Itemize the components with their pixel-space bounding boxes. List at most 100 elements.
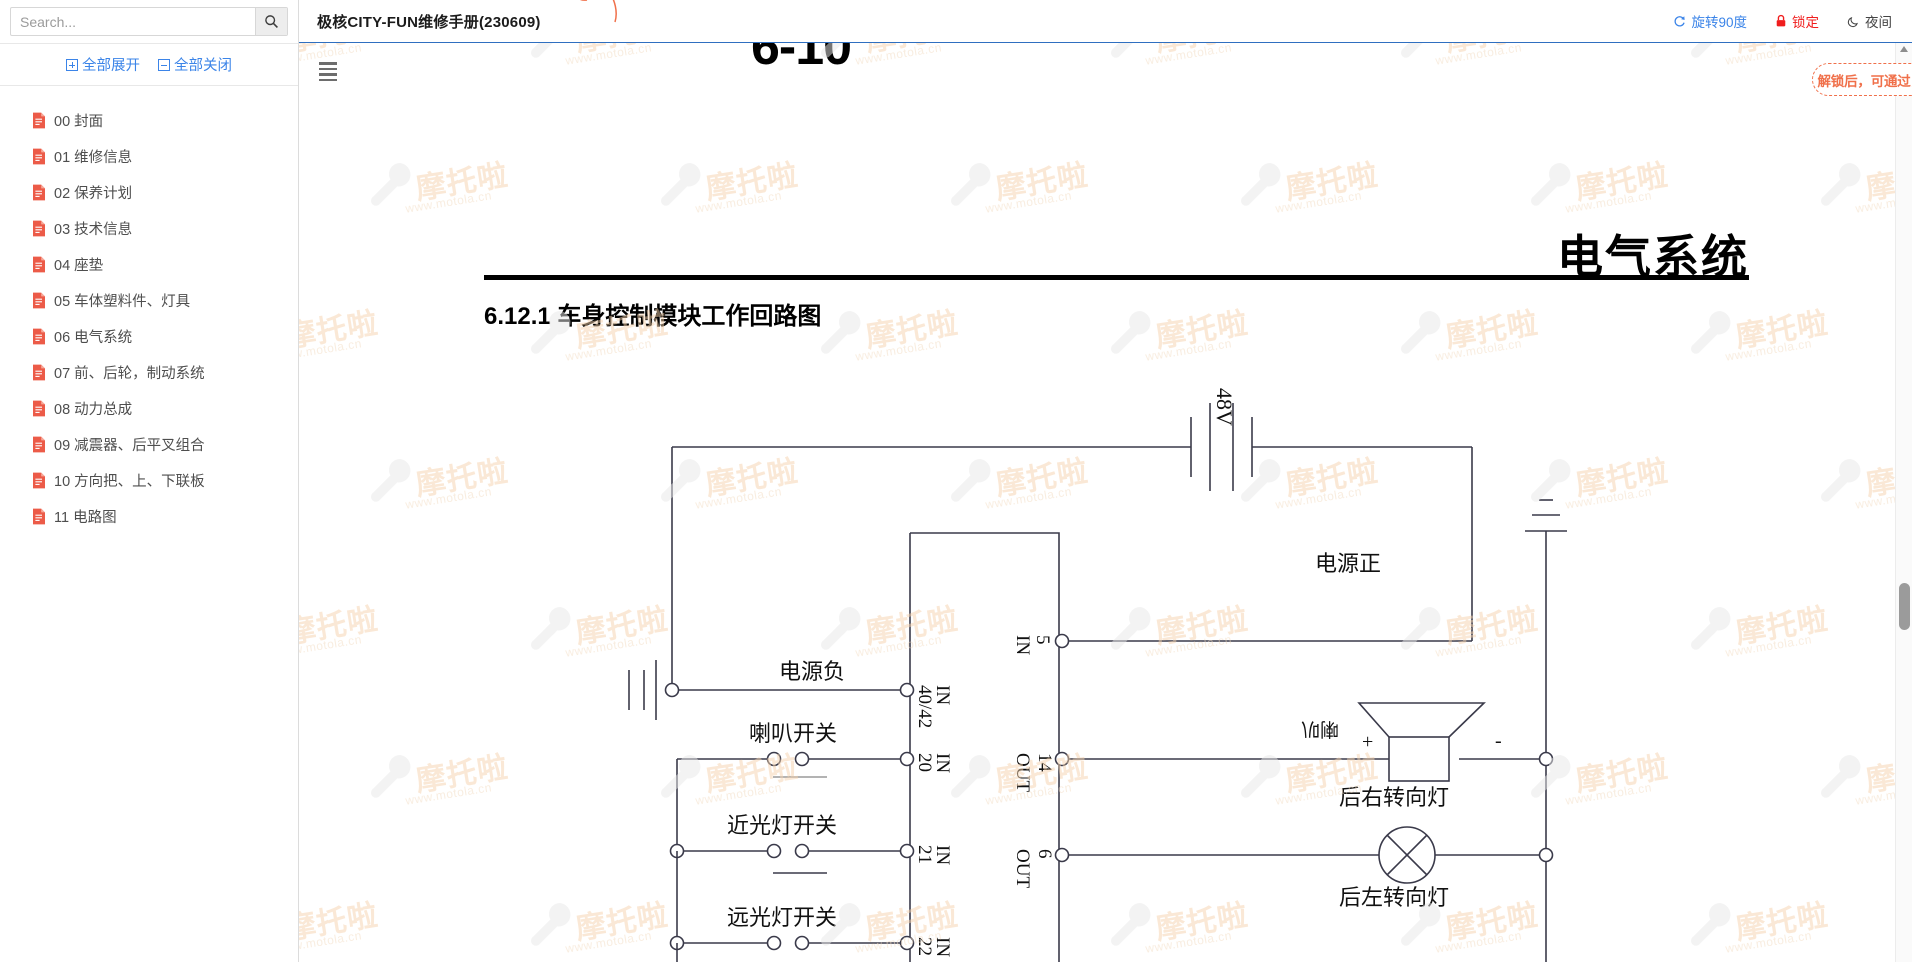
scrollbar-thumb[interactable] xyxy=(1899,583,1910,630)
wrench-icon xyxy=(1531,162,1571,206)
chapter-title: 电气系统 xyxy=(1557,232,1749,283)
expand-all-button[interactable]: 全部展开 xyxy=(66,54,140,75)
horn-label: 喇叭 xyxy=(1301,718,1339,740)
sidebar-item-2[interactable]: 02 保养计划 xyxy=(0,174,298,210)
rear-right-turn-label: 后右转向灯 xyxy=(1339,785,1449,810)
topbar: 极核CITY-FUN维修手册(230609) 旋转90度 锁定 xyxy=(299,0,1912,43)
wrench-icon xyxy=(1821,162,1861,206)
night-mode-button[interactable]: 夜间 xyxy=(1847,11,1892,31)
hamburger-bar xyxy=(319,67,337,70)
lock-button[interactable]: 锁定 xyxy=(1775,11,1819,31)
watermark-subtext: www.motola.cn xyxy=(854,43,943,68)
hamburger-bar xyxy=(319,78,337,81)
search-box[interactable] xyxy=(10,7,288,36)
pin-label-in-20-num: 20 xyxy=(914,753,935,772)
wrench-icon xyxy=(661,162,701,206)
outline-toggle-button[interactable] xyxy=(319,62,337,81)
sidebar-item-8[interactable]: 08 动力总成 xyxy=(0,390,298,426)
watermark-text: 摩托啦 xyxy=(1732,43,1831,60)
document-viewport[interactable]: 摩托啦www.motola.cn摩托啦www.motola.cn摩托啦www.m… xyxy=(299,43,1912,962)
tooltip-text: 解锁后，可通过鼠标滚轮调整大小或拖动位置哦~ xyxy=(1817,73,1912,89)
search-button[interactable] xyxy=(255,8,287,35)
wrench-icon xyxy=(371,162,411,206)
collapse-all-label: 全部关闭 xyxy=(174,58,232,74)
watermark-text: 摩托啦 xyxy=(1442,43,1541,60)
watermark-text: 摩托啦 xyxy=(703,158,801,207)
pin-label-in-21-num: 21 xyxy=(914,845,935,864)
vertical-scrollbar[interactable] xyxy=(1895,43,1912,962)
document-icon xyxy=(33,472,45,488)
sidebar-item-3[interactable]: 03 技术信息 xyxy=(0,210,298,246)
page-title: 极核CITY-FUN维修手册(230609) xyxy=(317,13,541,31)
wrench-icon xyxy=(951,162,991,206)
watermark-subtext: www.motola.cn xyxy=(1724,43,1813,68)
hamburger-bar xyxy=(319,62,337,65)
power-negative-label: 电源负 xyxy=(779,659,845,684)
document-icon xyxy=(33,148,45,164)
document-icon xyxy=(33,328,45,344)
horn-switch-label: 喇叭开关 xyxy=(749,721,837,746)
plus-box-icon xyxy=(66,58,78,71)
watermark-subtext: www.motola.cn xyxy=(1564,188,1653,216)
battery-label: 48V xyxy=(1212,388,1237,426)
scroll-up-arrow-icon[interactable] xyxy=(1900,46,1908,52)
watermark-subtext: www.motola.cn xyxy=(404,188,493,216)
document-icon xyxy=(33,220,45,236)
watermark-text: 摩托啦 xyxy=(1283,158,1381,207)
sidebar-item-6[interactable]: 06 电气系统 xyxy=(0,318,298,354)
sidebar-item-label: 01 维修信息 xyxy=(54,149,133,166)
watermark-text: 摩托啦 xyxy=(1573,158,1671,207)
rear-left-turn-label: 后左转向灯 xyxy=(1339,885,1449,910)
search-input[interactable] xyxy=(11,8,255,35)
title-rule xyxy=(484,275,1749,280)
watermark-text: 摩托啦 xyxy=(862,43,961,60)
watermark-text: 摩托啦 xyxy=(993,158,1091,207)
watermark-subtext: www.motola.cn xyxy=(1434,43,1523,68)
sidebar-item-label: 09 减震器、后平叉组合 xyxy=(54,437,205,454)
sidebar-item-4[interactable]: 04 座垫 xyxy=(0,246,298,282)
sidebar-item-11[interactable]: 11 电路图 xyxy=(0,498,298,534)
sidebar-item-0[interactable]: 00 封面 xyxy=(0,102,298,138)
tree-controls: 全部展开 全部关闭 xyxy=(0,44,298,86)
pin-label-out-6-dir: OUT xyxy=(1012,849,1033,888)
power-positive-label: 电源正 xyxy=(1315,551,1381,576)
rotate-button[interactable]: 旋转90度 xyxy=(1673,11,1747,31)
sidebar-item-9[interactable]: 09 减震器、后平叉组合 xyxy=(0,426,298,462)
pin-label-in-22-num: 22 xyxy=(914,937,935,956)
minus-sign: - xyxy=(1495,730,1502,752)
document-icon xyxy=(33,400,45,416)
pin-label-in-22-dir: IN xyxy=(932,937,953,957)
wrench-icon xyxy=(1241,162,1281,206)
lock-label: 锁定 xyxy=(1792,15,1819,30)
sidebar-item-5[interactable]: 05 车体塑料件、灯具 xyxy=(0,282,298,318)
watermark-subtext: www.motola.cn xyxy=(694,188,783,216)
main-area: 极核CITY-FUN维修手册(230609) 旋转90度 锁定 xyxy=(299,0,1912,962)
sidebar-item-label: 11 电路图 xyxy=(54,509,117,526)
document-icon xyxy=(33,436,45,452)
section-title: 6.12.1 车身控制模块工作回路图 xyxy=(484,303,822,330)
collapse-all-button[interactable]: 全部关闭 xyxy=(158,54,232,75)
sidebar-item-label: 00 封面 xyxy=(54,113,104,130)
document-icon xyxy=(33,256,45,272)
circuit-schematic: 48V 电源负 电源正 喇叭开关 近光灯开关 远光灯开关 喇叭 + - 后右转向… xyxy=(628,388,1567,962)
sidebar-item-7[interactable]: 07 前、后轮，制动系统 xyxy=(0,354,298,390)
document-icon xyxy=(33,112,45,128)
document-icon xyxy=(33,184,45,200)
sidebar-item-1[interactable]: 01 维修信息 xyxy=(0,138,298,174)
document-icon xyxy=(33,508,45,524)
pdf-page[interactable]: 摩托啦www.motola.cn摩托啦www.motola.cn摩托啦www.m… xyxy=(299,43,1912,962)
sidebar-item-label: 10 方向把、上、下联板 xyxy=(54,473,205,490)
sidebar-item-label: 08 动力总成 xyxy=(54,401,133,418)
sidebar-item-10[interactable]: 10 方向把、上、下联板 xyxy=(0,462,298,498)
pin-label-in-21-dir: IN xyxy=(932,845,953,865)
page-number: 6-10 xyxy=(751,43,852,76)
topbar-actions: 旋转90度 锁定 夜间 xyxy=(1673,11,1892,31)
watermark-subtext: www.motola.cn xyxy=(984,188,1073,216)
minus-box-icon xyxy=(158,58,170,71)
